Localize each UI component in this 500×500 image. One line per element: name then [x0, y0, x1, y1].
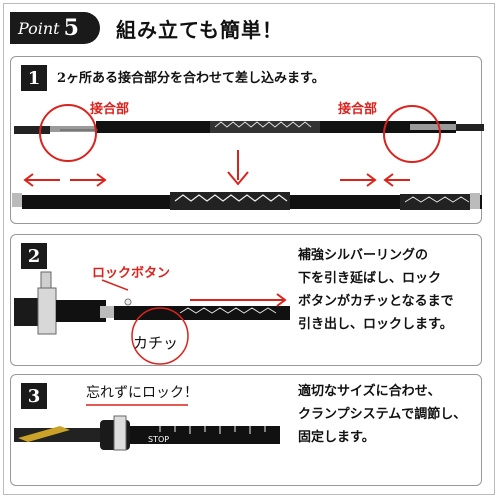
lock-reminder: 忘れずにロック！ — [86, 385, 198, 401]
push-arrows-right-icon — [340, 173, 410, 187]
click-highlight-circle — [131, 307, 189, 365]
assembled-pole — [12, 192, 482, 210]
step3-line-3: 固定します。 — [298, 430, 375, 445]
joint-label-right: 接合部 — [338, 102, 378, 117]
step1-number: 1 — [21, 65, 47, 91]
step3-line-2: クランプシステムで調節し、 — [298, 407, 467, 422]
extend-arrow-icon — [190, 293, 287, 307]
lock-mechanism — [14, 271, 290, 335]
joint-circle-right — [383, 105, 441, 163]
joint-circle-left — [39, 104, 97, 162]
page-frame — [3, 3, 495, 495]
lock-button-label: ロックボタン — [92, 266, 171, 281]
step1-illustration — [12, 104, 484, 210]
step2-description: 補強シルバーリングの 下を引き延ばし、ロック ボタンがカチッとなるまで 引き出し… — [298, 244, 454, 336]
step2-panel: 2 — [10, 234, 482, 366]
click-label: カチッ — [133, 334, 179, 352]
step2-line-3: ボタンがカチッとなるまで — [298, 294, 454, 309]
headline: 組み立ても簡単！ — [116, 18, 283, 42]
point-number: 5 — [63, 15, 79, 41]
step3-panel: 3 — [10, 374, 482, 486]
down-arrow-icon — [227, 150, 249, 186]
step2-line-1: 補強シルバーリングの — [298, 248, 429, 263]
point-word: Point — [18, 18, 60, 38]
push-arrows-left-icon — [23, 173, 107, 187]
joint-label-left: 接合部 — [90, 102, 130, 117]
step2-line-2: 下を引き延ばし、ロック — [298, 271, 442, 286]
upper-pole — [14, 121, 484, 134]
scale-stop-text: STOP — [148, 435, 169, 444]
step3-line-1: 適切なサイズに合わせ、 — [298, 384, 441, 399]
step3-number: 3 — [21, 383, 47, 409]
step2-line-4: 引き出し、ロックします。 — [298, 317, 453, 332]
step3-description: 適切なサイズに合わせ、 クランプシステムで調節し、 固定します。 — [298, 380, 466, 449]
step2-number: 2 — [21, 243, 47, 269]
point-badge: Point 5 — [10, 12, 100, 44]
clamp-pole — [14, 415, 280, 451]
step1-panel: 1 2ヶ所ある接合部分を合わせて差し込みます。 — [10, 56, 482, 224]
step1-text: 2ヶ所ある接合部分を合わせて差し込みます。 — [57, 71, 325, 86]
